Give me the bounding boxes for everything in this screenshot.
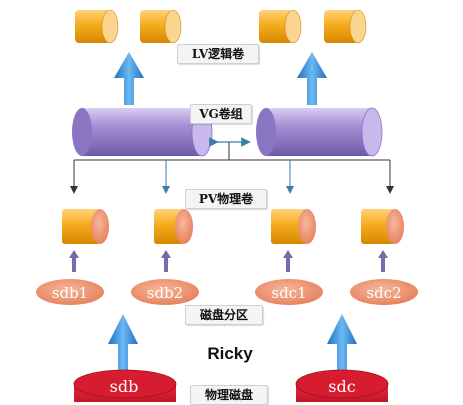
partition-label: sdc1 — [271, 284, 306, 302]
pv-cylinder — [154, 209, 193, 244]
lv-cylinder — [259, 9, 302, 44]
partition-disk — [36, 279, 104, 305]
lv-cylinder — [75, 9, 119, 44]
physical-disk — [73, 369, 177, 402]
partition-label-box: 磁盘分区 — [185, 305, 263, 325]
lv-cylinder — [140, 9, 182, 44]
watermark-text: Ricky — [207, 344, 253, 363]
lv-label: LV逻辑卷 — [177, 44, 259, 64]
partition-disk — [255, 279, 323, 305]
disk-label: sdc — [328, 377, 355, 396]
vg-to-lv-arrow — [297, 52, 327, 105]
physical-disk — [295, 369, 389, 402]
partition-to-pv-arrow — [69, 250, 388, 272]
disk-label-box: 物理磁盘 — [190, 385, 268, 405]
partition-label: sdb2 — [147, 284, 183, 302]
vg-to-pv-connector — [70, 142, 394, 194]
pv-label: PV物理卷 — [185, 189, 267, 209]
vg-cylinder — [256, 107, 383, 157]
pv-cylinder — [361, 209, 404, 244]
pv-cylinder — [271, 209, 316, 244]
lv-cylinder — [324, 9, 367, 44]
partition-disk — [350, 279, 418, 305]
vg-label: VG卷组 — [190, 104, 252, 124]
disk-to-partition-arrow — [327, 314, 357, 372]
vg-to-lv-arrow — [114, 52, 144, 105]
disk-label: sdb — [110, 377, 139, 396]
partition-label: sdc2 — [366, 284, 401, 302]
partition-disk — [131, 279, 199, 305]
disk-to-partition-arrow — [108, 314, 138, 372]
partition-label: sdb1 — [52, 284, 88, 302]
pv-cylinder — [62, 209, 109, 244]
